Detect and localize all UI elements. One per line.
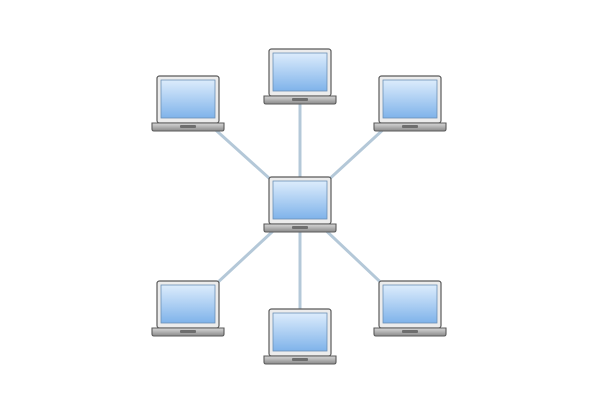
laptop-icon (373, 280, 447, 337)
laptop-notch (292, 226, 308, 229)
laptop-screen (160, 284, 216, 324)
laptop-notch (402, 125, 418, 128)
laptop-notch (292, 358, 308, 361)
laptop-notch (402, 330, 418, 333)
laptop-screen (272, 180, 328, 220)
laptop-icon (151, 280, 225, 337)
laptop-screen (382, 284, 438, 324)
laptop-notch (292, 98, 308, 101)
laptop-icon (263, 48, 337, 105)
laptop-icon (263, 176, 337, 233)
laptop-screen (382, 79, 438, 119)
laptop-notch (180, 330, 196, 333)
laptop-icon (373, 75, 447, 132)
laptop-screen (160, 79, 216, 119)
laptop-icon (151, 75, 225, 132)
laptop-screen (272, 52, 328, 92)
laptop-screen (272, 312, 328, 352)
laptop-notch (180, 125, 196, 128)
laptop-icon (263, 308, 337, 365)
